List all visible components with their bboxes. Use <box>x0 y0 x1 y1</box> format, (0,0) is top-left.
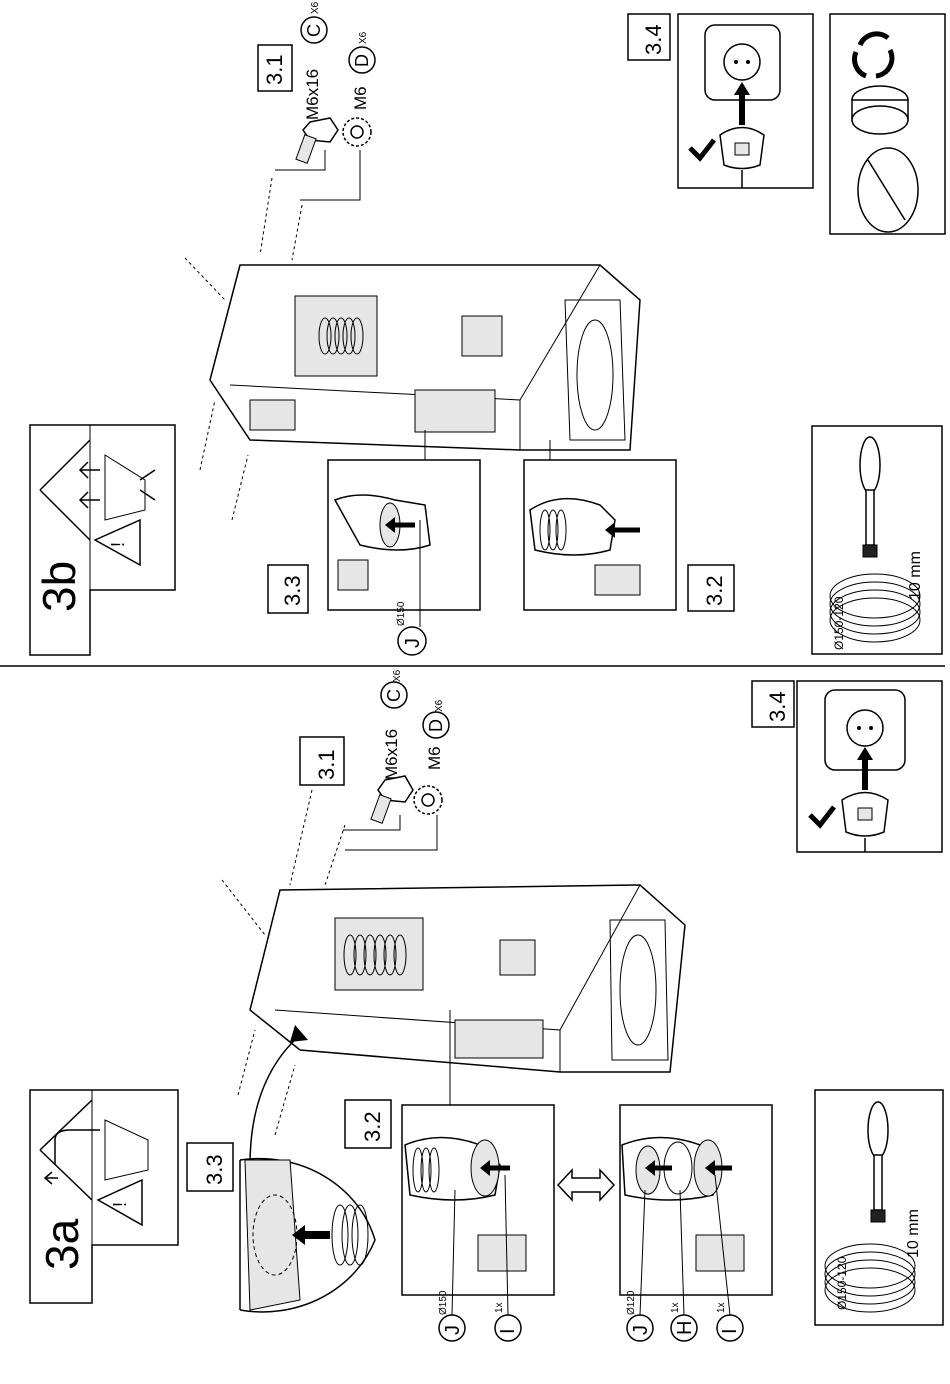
i-qty-label-b: 1x <box>716 1302 727 1313</box>
i-qty-label-a: 1x <box>494 1302 505 1313</box>
part-d-label: D <box>352 54 372 67</box>
socket-size-label-bottom: 10 mm <box>905 1209 922 1258</box>
duct-clamp-icon <box>858 148 918 232</box>
part-j-label: J <box>402 638 424 648</box>
part-d-qty: X6 <box>358 31 369 44</box>
part-h-label: H <box>674 1321 696 1335</box>
curved-arrow-icon <box>250 1035 300 1165</box>
washer-icon-bottom <box>414 786 442 814</box>
j-diameter-label-a: Ø150 <box>438 1290 449 1315</box>
svg-text:!: ! <box>110 1202 130 1207</box>
step-3-1-label: 3.1 <box>262 54 287 85</box>
part-i-label-a: I <box>497 1328 519 1334</box>
part-j-label-a: J <box>442 1325 464 1335</box>
step-3-4-label: 3.4 <box>641 24 666 55</box>
part-c-label: C <box>304 24 324 37</box>
part-d-qty-bottom: X6 <box>434 699 445 712</box>
screw-spec-label-bottom: M6x16 <box>382 729 401 780</box>
washer-spec-label: M6 <box>351 86 370 110</box>
socket-size-label: 10 mm <box>907 551 924 600</box>
step-3-4-label-bottom: 3.4 <box>765 691 790 722</box>
section-3b-label-box: 3b ! <box>30 425 175 655</box>
section-3b-label: 3b <box>33 561 85 612</box>
step-3-3-label: 3.3 <box>280 575 305 606</box>
part-c-qty-bottom: X6 <box>392 669 403 682</box>
duct-opening-bottom <box>335 918 423 990</box>
step-3-2-label-bottom: 3.2 <box>360 1111 385 1142</box>
step-3-2-label: 3.2 <box>702 575 727 606</box>
section-3a-label: 3a <box>36 1218 88 1270</box>
part-c-qty: X6 <box>310 1 321 14</box>
bolt-icon <box>296 118 338 163</box>
part-c-label-bottom: C <box>384 689 404 702</box>
bolt-icon-bottom <box>371 776 413 823</box>
duct-opening-top <box>295 296 377 376</box>
part-j-label-b: J <box>630 1325 652 1335</box>
hood-body-top <box>210 265 640 450</box>
washer-spec-label-bottom: M6 <box>425 746 444 770</box>
part-i-label-b: I <box>719 1328 741 1334</box>
section-3b: 3b ! 3.1 M6x16 C X6 M6 D X6 <box>30 1 945 655</box>
svg-text:!: ! <box>108 542 128 547</box>
section-3a-label-box: 3a ! <box>30 1090 178 1303</box>
washer-icon <box>343 118 371 146</box>
h-qty-label: 1x <box>670 1302 681 1313</box>
j-diameter-label: Ø150 <box>396 601 407 626</box>
part-d-label-bottom: D <box>426 719 446 732</box>
screw-spec-label: M6x16 <box>303 69 322 120</box>
step-3-3-label-bottom: 3.3 <box>202 1154 227 1185</box>
hood-body-bottom <box>250 885 685 1072</box>
section-3a: 3a ! 3.1 M6x16 C X6 M6 D X6 <box>30 669 943 1341</box>
step-3-1-label-bottom: 3.1 <box>314 749 339 780</box>
swap-arrow-icon <box>558 1170 614 1200</box>
j-diameter-label-b: Ø120 <box>626 1290 637 1315</box>
detail-3-3-circle <box>240 1159 375 1312</box>
